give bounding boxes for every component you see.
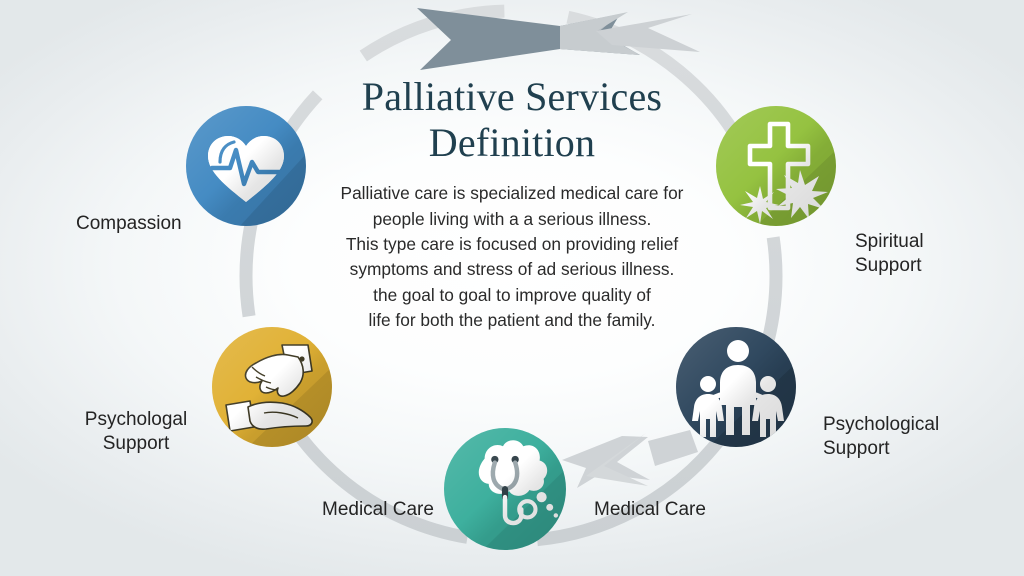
page-title: Palliative Services Definition — [297, 74, 727, 165]
arrow-bottom-right — [562, 430, 698, 488]
cross-star-icon — [740, 121, 836, 226]
node-compassion[interactable] — [186, 106, 306, 226]
label-spiritual-support: Spiritual Support — [855, 231, 924, 276]
open-palm-hand — [225, 400, 313, 432]
arrow-top-right — [560, 12, 700, 55]
label-compassion: Compassion — [76, 213, 182, 234]
title-line-1: Palliative Services — [361, 74, 663, 119]
node-medical-care[interactable] — [444, 428, 566, 550]
definition-line-6: life for both the patient and the family… — [368, 310, 656, 331]
definition-line-1: Palliative care is specialized medical c… — [340, 183, 684, 204]
sparkle-large — [776, 170, 828, 219]
label-psychological-support: Psychological Support — [823, 414, 940, 459]
node-spiritual[interactable] — [716, 106, 836, 226]
definition-line-4: symptoms and stress of ad serious illnes… — [349, 259, 675, 280]
definition-paragraph: Palliative care is specialized medical c… — [297, 181, 727, 334]
title-line-2: Definition — [428, 119, 596, 165]
definition-line-3: This type care is focused on providing r… — [345, 234, 679, 255]
handshake-helping-hand-icon — [225, 344, 332, 447]
child-left-figure — [692, 376, 724, 437]
adult-figure — [720, 340, 756, 435]
definition-line-2: people living with a a serious illness. — [372, 208, 652, 229]
node-psychological-support[interactable] — [676, 327, 796, 447]
family-group-icon — [692, 340, 796, 447]
label-psychologal-support: Psychologal Support — [84, 409, 188, 454]
stethoscope-thought-cloud-icon — [478, 440, 566, 550]
ring-band — [239, 4, 783, 548]
label-medical-care-left: Medical Care — [322, 499, 434, 520]
fist-hand — [244, 344, 313, 397]
sparkle-small — [740, 186, 779, 224]
label-medical-care-right: Medical Care — [594, 499, 706, 520]
node-psychologal-support[interactable] — [212, 327, 332, 447]
heart-pulse-icon — [208, 136, 306, 226]
center-text-block: Palliative Services Definition Palliativ… — [297, 74, 727, 334]
definition-line-5: the goal to goal to improve quality of — [373, 284, 651, 305]
stethoscope — [490, 455, 538, 526]
child-right-figure — [752, 376, 784, 437]
